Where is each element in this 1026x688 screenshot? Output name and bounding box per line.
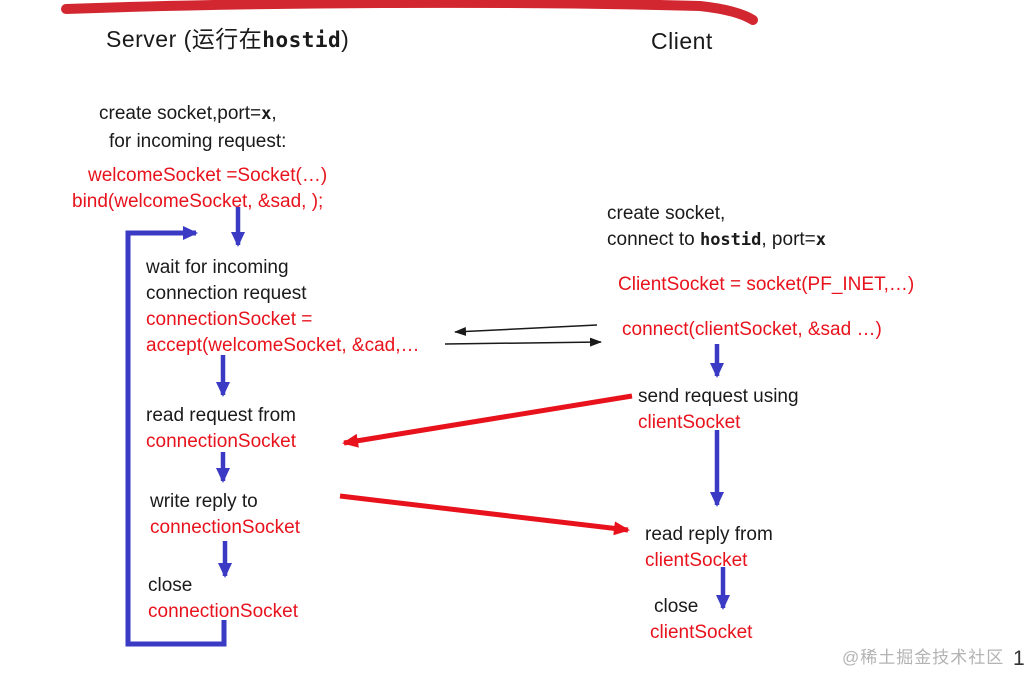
server-welcomesocket-code: welcomeSocket =Socket(…) xyxy=(88,165,328,186)
request-data-arrow xyxy=(342,393,633,448)
client-port-x-code: x xyxy=(815,230,827,250)
client-read-label: read reply from xyxy=(645,524,773,545)
client-socket-code: ClientSocket = socket(PF_INET,…) xyxy=(618,274,915,295)
server-close-block: close connectionSocket xyxy=(148,573,298,625)
client-port-mid: , port= xyxy=(761,229,816,250)
server-column-title: Server (运行在hostid) xyxy=(106,24,349,55)
page-number: 1 xyxy=(1013,647,1025,670)
server-bind-code: bind(welcomeSocket, &sad, ); xyxy=(72,191,324,212)
top-red-marker-stroke xyxy=(61,0,758,25)
client-read-block: read reply from clientSocket xyxy=(645,522,773,574)
client-connect-code: connect(clientSocket, &sad …) xyxy=(622,319,882,340)
client-hostid-code: hostid xyxy=(699,230,762,250)
server-read-block: read request from connectionSocket xyxy=(146,403,296,455)
server-title-hostid-code: hostid xyxy=(262,28,342,52)
server-write-block: write reply to connectionSocket xyxy=(150,489,300,541)
client-title-label: Client xyxy=(651,28,713,54)
server-wait-line2: connection request xyxy=(146,283,307,304)
watermark: @稀土掘金技术社区 xyxy=(842,648,1005,667)
server-create-line2: for incoming request: xyxy=(109,131,287,152)
client-close-label: close xyxy=(654,596,699,617)
client-send-block: send request using clientSocket xyxy=(638,384,799,436)
client-create-socket-note: create socket, connect to hostid, port=x xyxy=(607,201,826,253)
server-create-socket-note: create socket,port=x, for incoming reque… xyxy=(99,100,286,155)
server-close-socket: connectionSocket xyxy=(148,601,298,622)
server-wait-line1: wait for incoming xyxy=(146,257,289,278)
server-create-line1-post: , xyxy=(271,103,277,124)
handshake-arrow-to-server xyxy=(454,324,598,336)
client-send-label: send request using xyxy=(638,386,799,407)
server-close-label: close xyxy=(148,575,193,596)
server-title-post: ) xyxy=(341,26,350,52)
server-create-line1-pre: create socket,port= xyxy=(99,103,262,124)
server-setup-code: welcomeSocket =Socket(…) bind(welcomeSoc… xyxy=(72,163,327,215)
server-read-label: read request from xyxy=(146,405,296,426)
server-wait-accept-block: wait for incoming connection request con… xyxy=(146,255,420,359)
handshake-arrow-to-client xyxy=(444,337,602,347)
reply-data-arrow xyxy=(339,493,630,536)
server-title-pre: Server ( xyxy=(106,26,192,52)
server-write-label: write reply to xyxy=(150,491,258,512)
server-read-socket: connectionSocket xyxy=(146,431,296,452)
client-connect-to-pre: connect to xyxy=(607,229,700,250)
client-close-socket: clientSocket xyxy=(650,622,753,643)
server-title-chinese: 运行在 xyxy=(191,26,263,52)
client-column-title: Client xyxy=(651,26,713,56)
server-write-socket: connectionSocket xyxy=(150,517,300,538)
server-accept-line1: connectionSocket = xyxy=(146,309,313,330)
client-send-socket: clientSocket xyxy=(638,412,741,433)
client-create-line1: create socket, xyxy=(607,203,726,224)
server-port-x-code: x xyxy=(261,104,272,124)
client-read-socket: clientSocket xyxy=(645,550,748,571)
client-close-block: close clientSocket xyxy=(650,594,752,646)
client-create-line2: connect to hostid, port=x xyxy=(607,227,826,253)
server-accept-line2: accept(welcomeSocket, &cad,… xyxy=(146,335,420,356)
server-create-line1: create socket,port=x, xyxy=(99,100,286,128)
